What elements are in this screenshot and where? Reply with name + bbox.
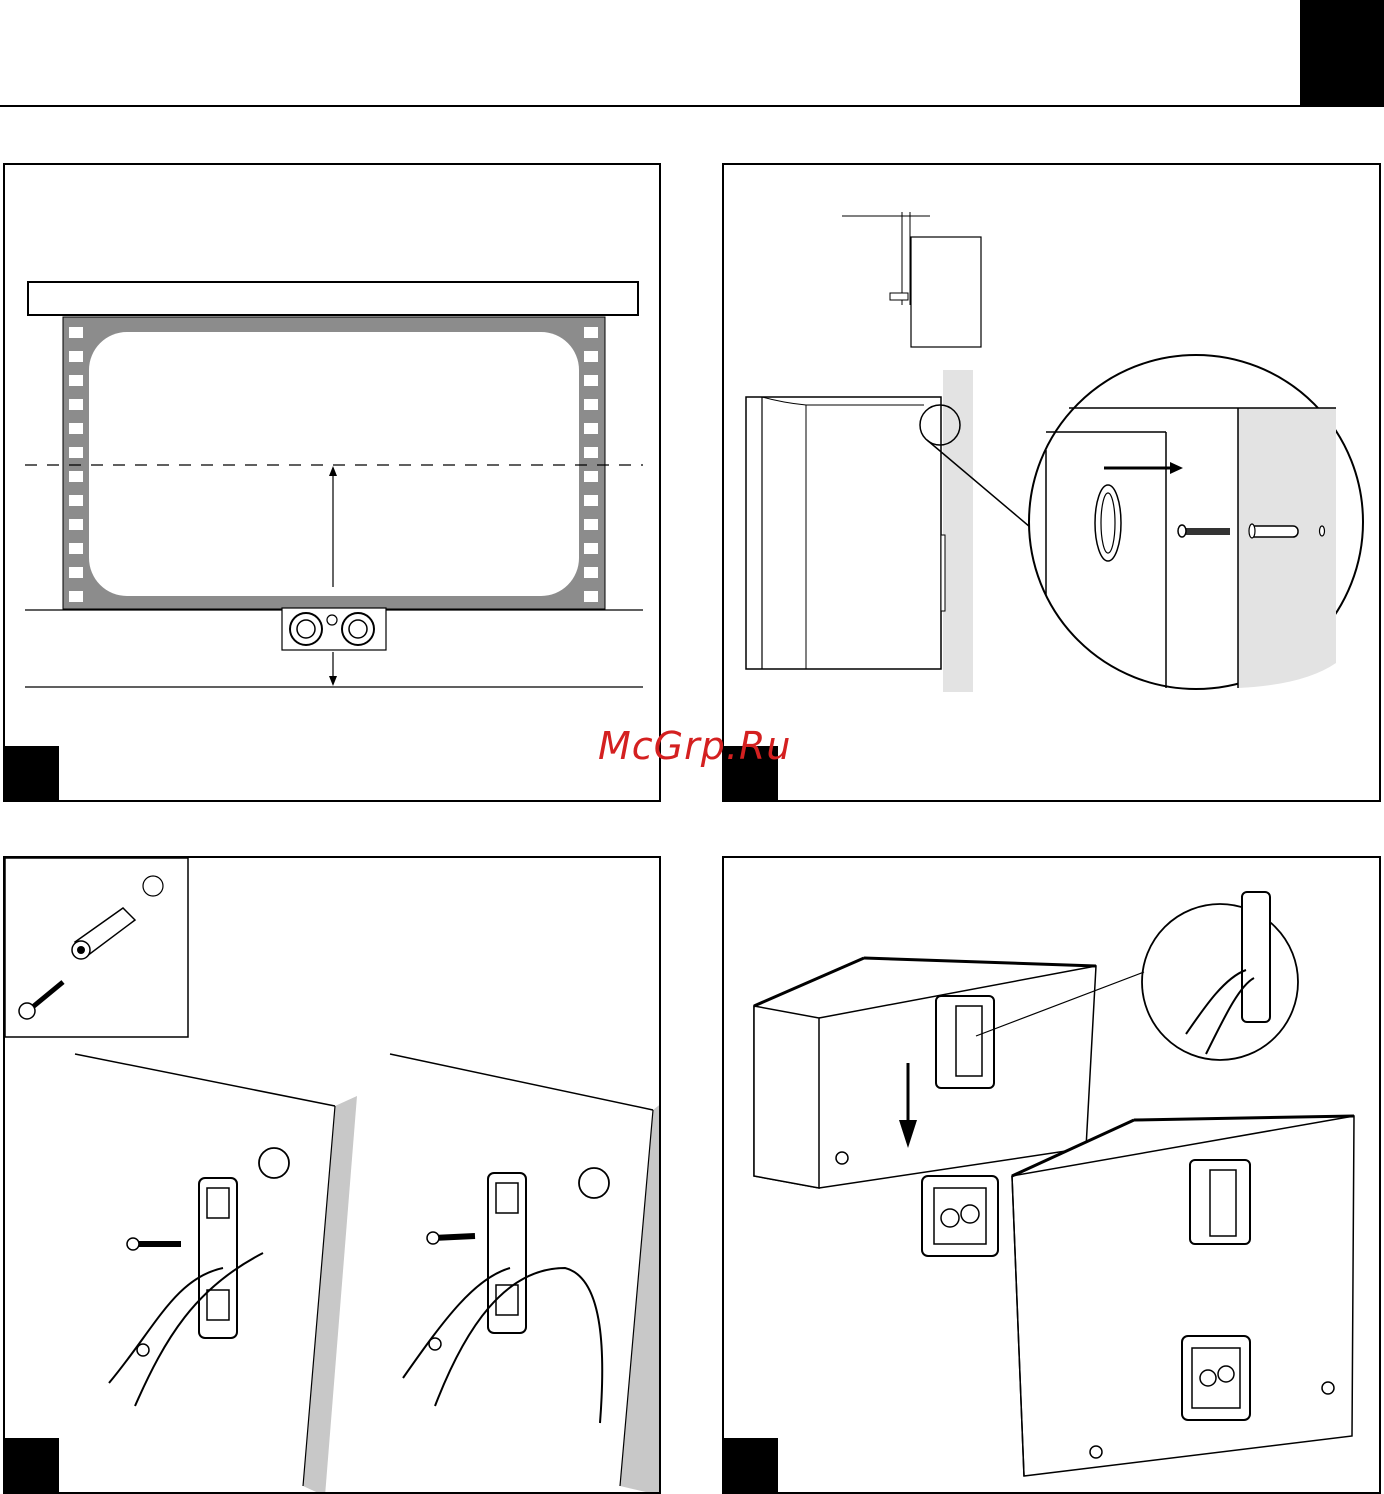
step-number-box bbox=[724, 1438, 778, 1492]
watermark-text: McGrp.Ru bbox=[598, 724, 791, 768]
panel-bracket-screw-install bbox=[3, 856, 661, 1494]
header-page-tab bbox=[1300, 0, 1384, 107]
step-number-box bbox=[5, 1438, 59, 1492]
keyhole-mount-diagram bbox=[724, 165, 1381, 802]
header-rule bbox=[0, 105, 1384, 107]
step-number-box bbox=[5, 746, 59, 800]
speaker-hang-diagram bbox=[724, 858, 1381, 1494]
bracket-install-diagram bbox=[5, 858, 661, 1494]
panel-speaker-hang-on-bracket bbox=[722, 856, 1381, 1494]
screen-speaker-diagram bbox=[5, 165, 661, 802]
panel-keyhole-wall-mount bbox=[722, 163, 1381, 802]
panel-center-channel-placement bbox=[3, 163, 661, 802]
